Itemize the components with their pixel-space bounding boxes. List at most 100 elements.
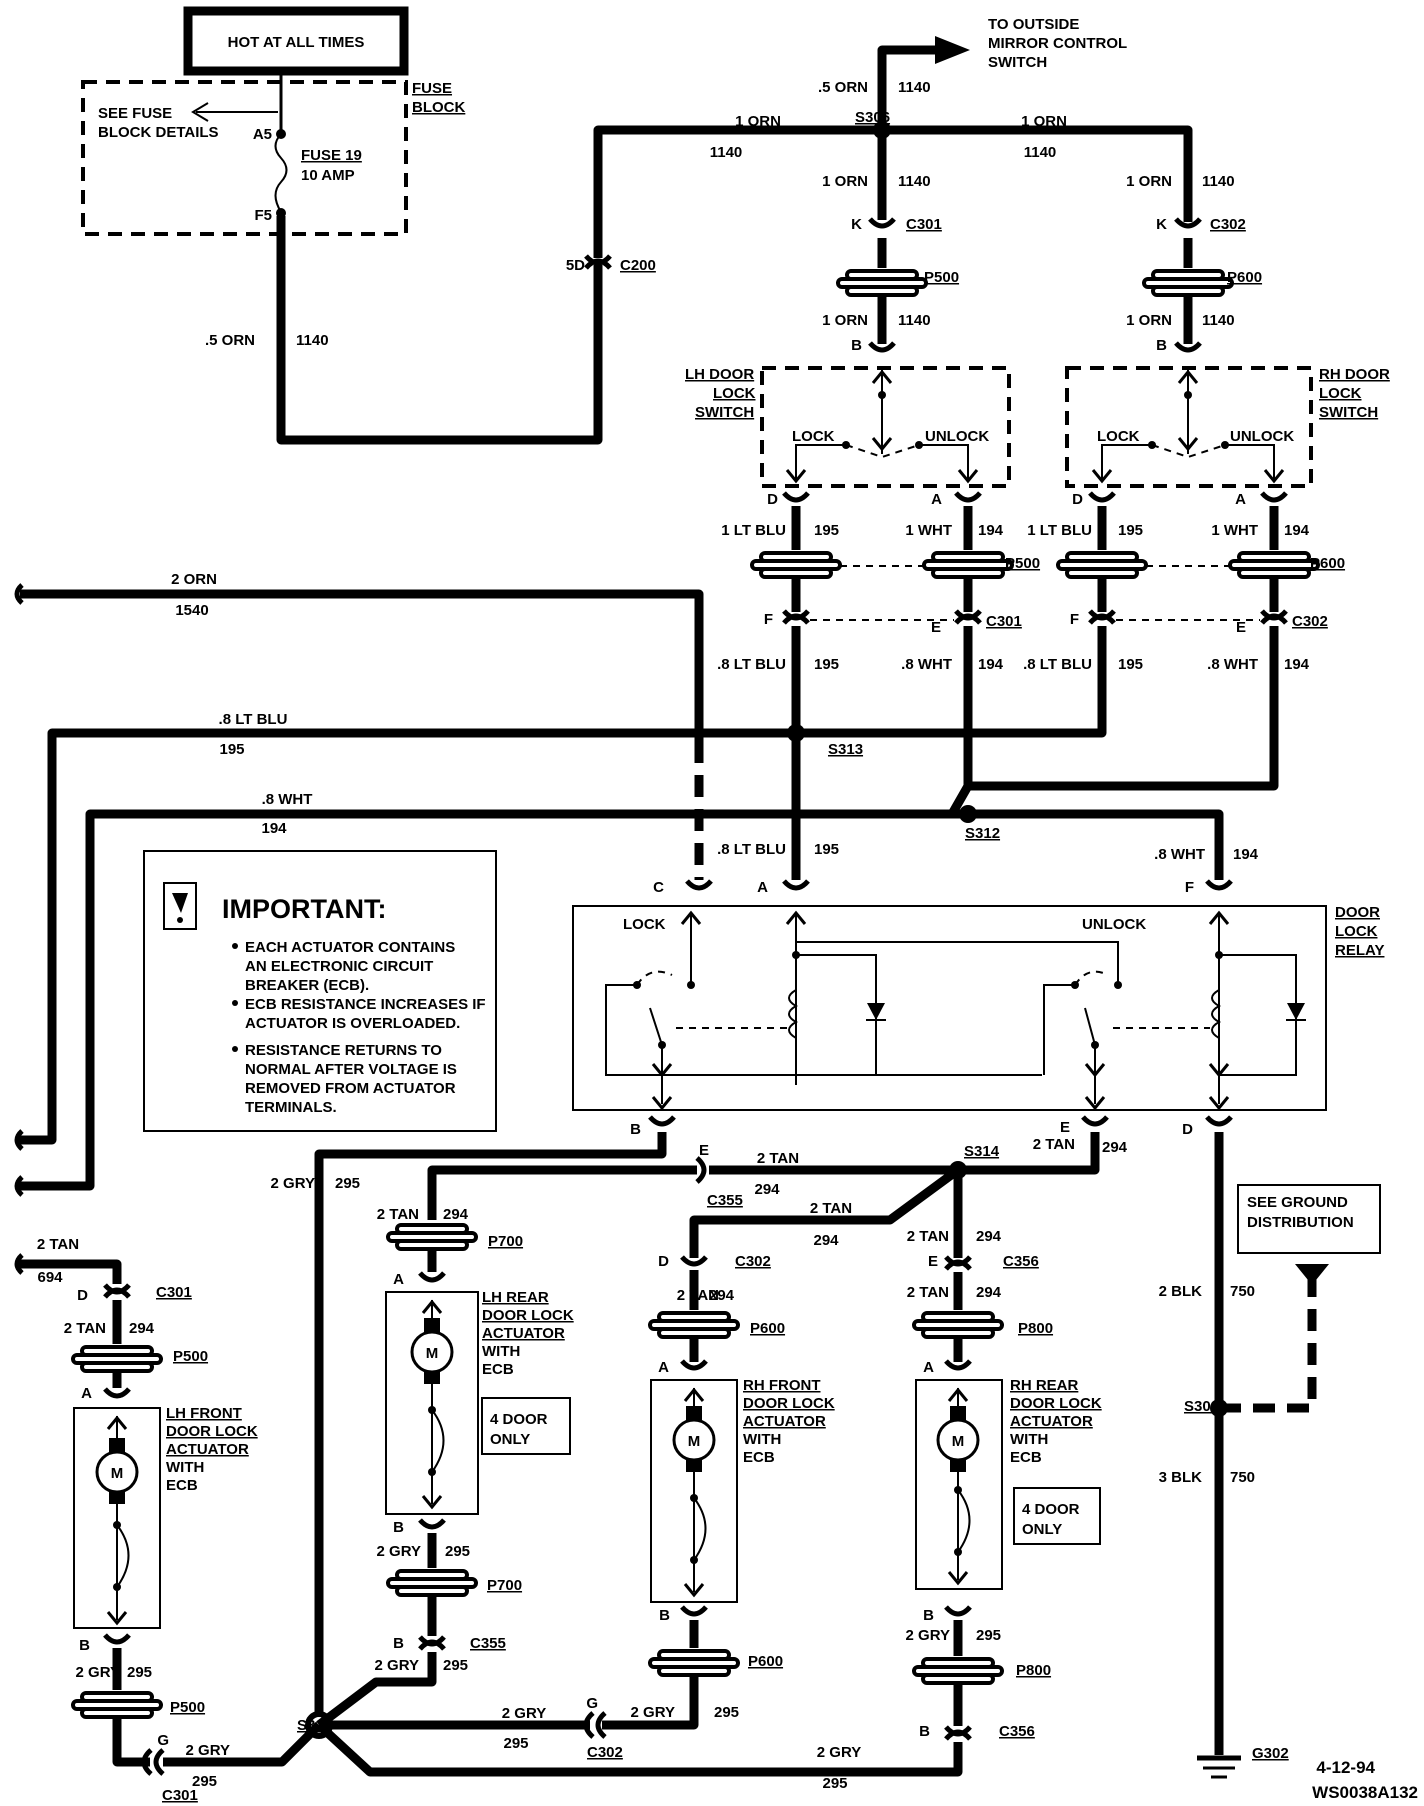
rh-unlock-label: UNLOCK [1230,428,1294,445]
rh-rear-door-lock-actuator: RH REAR DOOR LOCK ACTUATOR WITH ECB M [915,1377,1102,1590]
connector-label-20: F [1070,611,1079,628]
wire-label-6: 1 ORN [1021,113,1067,130]
connector-label-30: D [1182,1121,1193,1138]
connector-label-3: K [851,216,862,233]
connector-c200 [586,256,610,270]
wire-label-56: 2 TAN [64,1320,106,1337]
connector-label-32: E [699,1142,709,1159]
wire-label-12: 1 ORN [822,312,868,329]
wire-label-34: .8 LT BLU [219,711,288,728]
wire-label-24: .8 LT BLU [717,656,786,673]
wire-label-79: 750 [1230,1283,1255,1300]
fuse-f5-label: F5 [254,207,272,224]
relay-unlock-label: UNLOCK [1082,916,1146,933]
wire-label-75: 295 [822,1775,847,1792]
connector-label-7: P600 [1227,269,1262,286]
wire-label-74: 2 GRY [817,1744,861,1761]
connector-label-35: C302 [735,1253,771,1270]
rh-rear-label-3: ACTUATOR [1010,1413,1093,1430]
wire-label-42: 2 TAN [1033,1136,1075,1153]
connector-label-24: S312 [965,825,1000,842]
important-bullet-1-line-1: EACH ACTUATOR CONTAINS [245,939,455,956]
to-mirror-label-1: TO OUTSIDE [988,16,1079,33]
lh-front-door-lock-actuator: LH FRONT DOOR LOCK ACTUATOR WITH ECB M [73,1405,258,1629]
lh-front-label-2: DOOR LOCK [166,1423,258,1440]
to-mirror-label-2: MIRROR CONTROL [988,35,1127,52]
wire-label-68: 2 GRY [186,1742,230,1759]
wire-label-39: 195 [814,841,839,858]
important-bullet-1-line-3: BREAKER (ECB). [245,977,369,994]
wire-label-8: 1 ORN [822,173,868,190]
rh-rear-4-door-only: 4 DOOR ONLY [1013,1487,1101,1545]
wire-label-26: .8 WHT [901,656,952,673]
lh-front-label-4: WITH [166,1459,204,1476]
connector-label-14: P500 [1005,555,1040,572]
relay-label-1: DOOR [1335,904,1380,921]
rh-rear-motor-label: M [952,1433,965,1450]
rh-front-label-5: ECB [743,1449,775,1466]
connector-label-66: G302 [1252,1745,1289,1762]
connector-label-9: B [1156,337,1167,354]
lh-front-label-3: ACTUATOR [166,1441,249,1458]
wire-label-76: 2 GRY [906,1627,950,1644]
rh-door-lock-switch: RH DOOR LOCK SWITCH LOCK UNLOCK [1065,366,1390,488]
connector-label-19: E [931,619,941,636]
lh-rear-label-2: DOOR LOCK [482,1307,574,1324]
connector-label-59: C301 [162,1787,198,1804]
connector-label-49: P700 [487,1577,522,1594]
wire-label-77: 295 [976,1627,1001,1644]
door-lock-relay: DOOR LOCK RELAY LOCK UNLOCK [572,904,1384,1111]
wire-label-43: 294 [1102,1139,1128,1156]
important-note-box: IMPORTANT: EACH ACTUATOR CONTAINS AN ELE… [143,850,497,1132]
connector-label-42: A [658,1359,669,1376]
connector-label-61: G [586,1695,598,1712]
rh-rear-motor [936,1418,980,1462]
connector-label-22: S306 [855,109,890,126]
connector-label-12: D [1072,491,1083,508]
lh-lock-label: LOCK [792,428,835,445]
wire-label-32: 2 ORN [171,571,217,588]
lh-front-label-1: LH FRONT [166,1405,242,1422]
rh-front-motor [672,1418,716,1462]
wire-label-54: 2 TAN [377,1206,419,1223]
wire-label-64: 2 GRY [375,1657,419,1674]
fuse-rating-label: 10 AMP [301,167,355,184]
connector-label-8: B [851,337,862,354]
lh-rear-label-5: ECB [482,1361,514,1378]
wire-label-57: 294 [129,1320,155,1337]
wire-label-19: 194 [978,522,1004,539]
wire-label-31: 194 [1284,656,1310,673]
connector-label-53: P600 [748,1653,783,1670]
wire-label-49: 294 [976,1228,1002,1245]
connector-label-25: C [653,879,664,896]
ground-g302 [1197,1755,1241,1779]
important-bullet-3-line-3: REMOVED FROM ACTUATOR [245,1080,456,1097]
see-fuse-details-2: BLOCK DETAILS [98,124,219,141]
rh-rear-label-5: ECB [1010,1449,1042,1466]
rh-front-label-4: WITH [743,1431,781,1448]
important-title: IMPORTANT: [222,894,386,924]
wire-label-51: 294 [976,1284,1002,1301]
wire-label-28: .8 LT BLU [1023,656,1092,673]
lh-front-label-5: ECB [166,1477,198,1494]
wire-label-5: 1140 [710,144,743,161]
fuse-a5-label: A5 [253,126,272,143]
lh-rear-label-1: LH REAR [482,1289,549,1306]
connector-label-48: B [393,1519,404,1536]
rh-front-label-3: ACTUATOR [743,1413,826,1430]
wire-label-10: 1 ORN [1126,173,1172,190]
connector-label-26: A [757,879,768,896]
wire-label-22: 1 WHT [1211,522,1258,539]
wire-label-61: 295 [335,1175,360,1192]
connector-label-23: S313 [828,741,863,758]
wire-1140-fuse-to-c200 [276,216,603,445]
wire-label-37: 194 [261,820,287,837]
to-mirror-label-3: SWITCH [988,54,1047,71]
wire-label-41: 194 [1233,846,1259,863]
wire-label-29: 195 [1118,656,1143,673]
connector-label-37: C356 [1003,1253,1039,1270]
fuse-19-element [274,133,288,213]
wire-label-40: .8 WHT [1154,846,1205,863]
relay-label-2: LOCK [1335,923,1378,940]
